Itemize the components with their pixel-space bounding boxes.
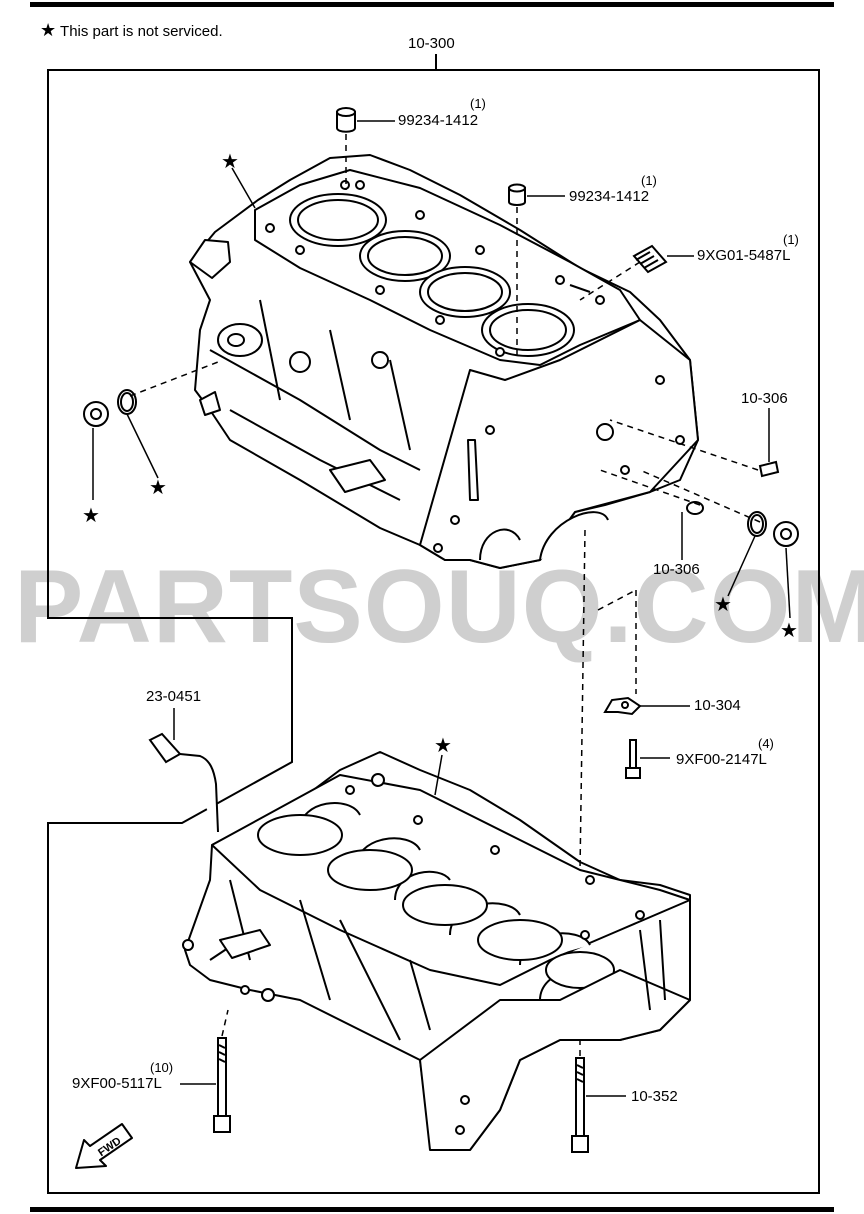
star-icon: ★	[780, 620, 798, 642]
alignment-lines	[129, 134, 761, 1056]
part-label[interactable]: 9XF00-2147L	[676, 751, 767, 768]
part-qty: (10)	[150, 1060, 174, 1075]
group-label: 10-300	[408, 35, 455, 52]
part-label[interactable]: 10-304	[694, 697, 741, 714]
part-label[interactable]: 10-306	[741, 390, 788, 407]
star-icon: ★	[434, 735, 452, 757]
part-qty: (1)	[783, 232, 799, 247]
legend-note-text: This part is not serviced.	[60, 23, 223, 40]
part-label[interactable]: 99234-1412	[398, 112, 479, 129]
part-label[interactable]: 10-306	[653, 561, 700, 578]
star-icon: ★	[714, 594, 732, 616]
part-qty: (4)	[758, 736, 774, 751]
fwd-arrow-icon	[75, 1123, 133, 1169]
part-qty: (1)	[470, 96, 486, 111]
bottom-border-bar	[30, 1207, 834, 1212]
part-label[interactable]: 23-0451	[146, 688, 202, 705]
part-label[interactable]: 99234-1412	[569, 188, 650, 205]
cylinder-block-upper	[189, 154, 699, 569]
star-icon: ★	[221, 151, 239, 173]
watermark: PARTSOUQ.COM	[14, 549, 864, 665]
star-icon: ★	[40, 20, 57, 40]
part-label[interactable]: 9XG01-5487L	[697, 247, 791, 264]
star-icon: ★	[149, 477, 167, 499]
part-label[interactable]: 9XF00-5117L	[72, 1075, 162, 1092]
part-qty: (1)	[641, 173, 657, 188]
legend-note: ★ This part is not serviced.	[40, 21, 223, 41]
cylinder-block-lower	[182, 751, 691, 1151]
star-icon: ★	[82, 505, 100, 527]
group-boundary-line	[47, 69, 820, 1194]
part-label[interactable]: 10-352	[631, 1088, 678, 1105]
top-border-bar	[30, 2, 834, 7]
leader-lines	[92, 120, 791, 1097]
